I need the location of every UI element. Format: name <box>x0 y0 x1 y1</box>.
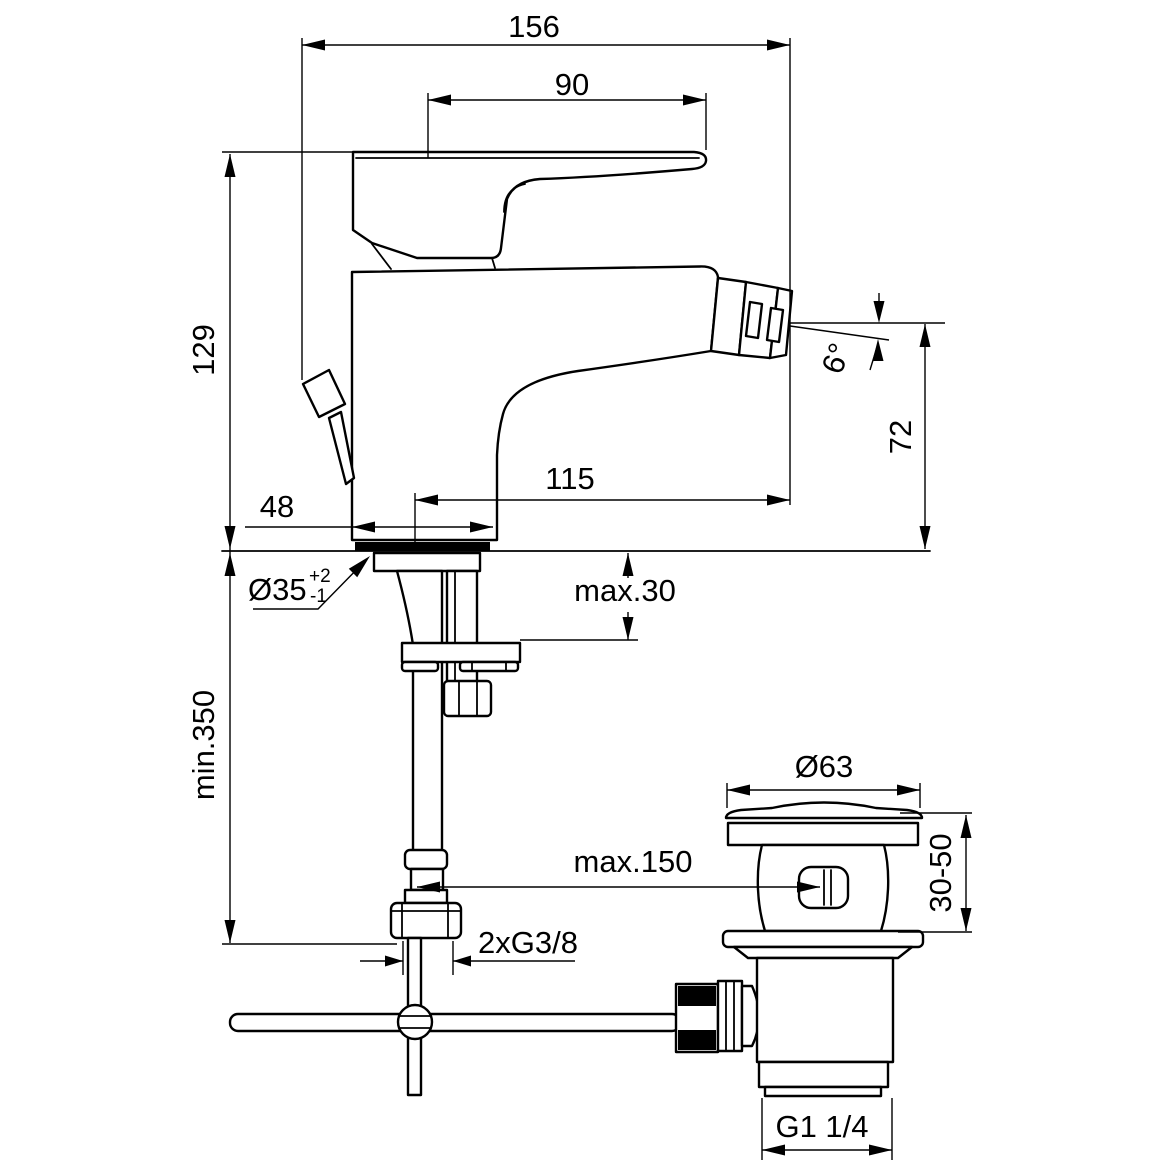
dim-spout-reach: 115 <box>545 461 594 496</box>
dim-body-height: 129 <box>186 324 221 376</box>
shank-flange-washer <box>372 551 482 573</box>
dim-total-width: 156 <box>508 9 560 44</box>
waste-upper-flange <box>726 821 920 847</box>
base-gasket <box>355 542 490 551</box>
dim-spout-height: 72 <box>883 420 918 454</box>
dim-waste-deck-range: 30-50 <box>923 833 958 912</box>
dim-waste-flange-diameter: Ø63 <box>795 749 854 784</box>
dim-handle-length: 90 <box>555 67 589 102</box>
faucet-body <box>350 265 720 542</box>
mounting-hex-nut <box>442 679 493 718</box>
dim-deck-thickness: max.30 <box>574 573 676 608</box>
linkage-swivel-joint <box>396 1003 434 1041</box>
flex-hose-braided <box>395 569 444 854</box>
popup-waste-assembly <box>721 801 925 1098</box>
dim-hose-clearance: min.350 <box>186 690 221 800</box>
waste-tailpiece-thread <box>757 1060 890 1089</box>
dim-hole-diameter: Ø35 <box>248 572 307 607</box>
faucet-geometry <box>221 150 931 1098</box>
dimension-arrowheads <box>224 39 972 1156</box>
drain-ball-joint <box>674 979 761 1054</box>
waste-cap <box>724 801 924 820</box>
handle-inner-curve <box>503 183 526 213</box>
faucet-handle <box>351 150 708 260</box>
dim-hole-tol-plus: +2 <box>309 566 331 587</box>
waste-overflow-slots <box>823 869 832 906</box>
mounting-plate <box>400 641 522 673</box>
hose-end-fitting <box>389 848 463 940</box>
popup-horizontal-rod <box>228 1012 682 1033</box>
dim-supply-thread: 2xG3/8 <box>478 925 578 960</box>
waste-seat-flange <box>721 929 925 949</box>
dim-spout-angle: 6° <box>815 338 858 378</box>
waste-lower-body <box>755 956 895 1064</box>
dimension-labels: 156 90 129 115 48 6° 72 Ø35 +2 -1 max.30… <box>186 9 958 1144</box>
aerator <box>709 276 794 360</box>
dim-base-width: 48 <box>260 489 294 524</box>
dim-rod-reach: max.150 <box>574 844 693 879</box>
dim-hole-tol-minus: -1 <box>310 586 327 607</box>
dim-waste-thread: G1 1/4 <box>775 1109 868 1144</box>
handle-body-connector <box>371 243 496 270</box>
popup-rod-knob <box>301 368 356 486</box>
